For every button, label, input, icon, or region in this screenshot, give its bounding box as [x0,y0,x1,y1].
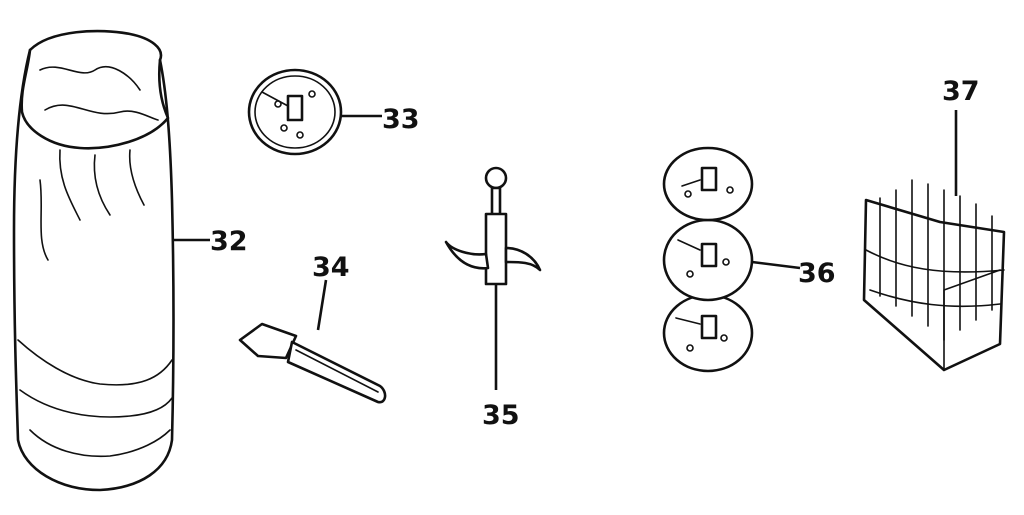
callout-36: 36 [798,258,836,289]
part-spatula-drawing [238,322,387,404]
part-blade-drawing [444,166,542,286]
callout-33: 33 [382,104,420,135]
part-bag-drawing [12,29,175,492]
callout-37: 37 [942,76,980,107]
callout-32: 32 [210,226,248,257]
part-cutter-drawing [862,179,1006,372]
callout-35: 35 [482,400,520,431]
part-disc-set-drawing [662,146,754,373]
callout-34: 34 [312,252,350,283]
part-disc-drawing [247,68,343,156]
